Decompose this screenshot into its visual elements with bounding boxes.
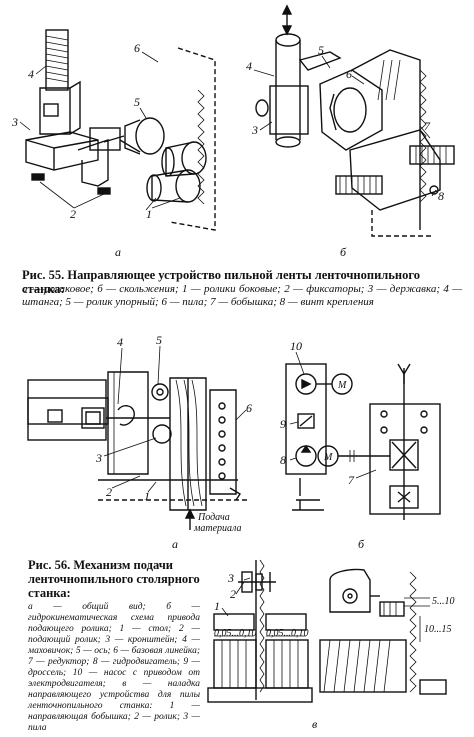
callout-10: 10 xyxy=(290,339,302,353)
callout-8: 8 xyxy=(280,453,286,467)
callout-5: 5 xyxy=(156,333,162,347)
fig55-legend: а — роликовое; б — скольжения; 1 — ролик… xyxy=(22,283,462,308)
dim-10-15: 10...15 xyxy=(424,624,452,635)
callout-2: 2 xyxy=(106,485,112,499)
fig56-caption-text: Рис. 56. Механизм подачи ленточнопильног… xyxy=(28,558,200,600)
dim-5-10: 5...10 xyxy=(432,596,455,607)
callout-4: 4 xyxy=(117,335,123,349)
fig56-panel-a-label: а xyxy=(172,537,178,551)
callout-2: 2 xyxy=(230,587,236,601)
callout-6: 6 xyxy=(346,67,352,81)
fig56-panel-c-label: в xyxy=(312,717,317,731)
callout-9: 9 xyxy=(280,417,286,431)
callout-3: 3 xyxy=(11,115,18,129)
dim-right-gap: 0,05...0,10 xyxy=(266,628,309,639)
feed-label-line2: материала xyxy=(193,523,242,534)
callout-5: 5 xyxy=(134,95,140,109)
callout-3: 3 xyxy=(95,451,102,465)
fig56-caption: Рис. 56. Механизм подачи ленточнопильног… xyxy=(28,558,200,600)
callout-5: 5 xyxy=(318,43,324,57)
dim-left-gap: 0,05...0,10 xyxy=(214,628,257,639)
callout-6: 6 xyxy=(246,401,252,415)
callout-7: 7 xyxy=(348,473,355,487)
callout-8: 8 xyxy=(438,189,444,203)
fig55-caption-text: Рис. 55. Направляющее устройство пильной… xyxy=(22,268,420,296)
callout-3: 3 xyxy=(251,123,258,137)
callout-7: 7 xyxy=(424,119,431,133)
shaft-spring-drawing xyxy=(45,29,69,91)
callout-1: 1 xyxy=(214,599,220,613)
fig55-panel-a-label: а xyxy=(115,245,121,259)
fig56-panel-b-label: б xyxy=(358,537,365,551)
feed-label-line1: Подача xyxy=(197,512,230,523)
fig55-caption: Рис. 55. Направляющее устройство пильной… xyxy=(22,268,462,296)
callout-4: 4 xyxy=(246,59,252,73)
callout-3: 3 xyxy=(227,571,234,585)
hydromotor-symbol: М xyxy=(323,452,333,463)
callout-4: 4 xyxy=(28,67,34,81)
fig56-legend: а — общий вид; б — гидрокинематическая с… xyxy=(28,602,200,733)
callout-1: 1 xyxy=(144,489,150,503)
callout-1: 1 xyxy=(146,207,152,221)
pump-motor-symbol: М xyxy=(337,380,347,391)
callout-6: 6 xyxy=(134,41,140,55)
fig55-panel-b-label: б xyxy=(340,245,347,259)
callout-2: 2 xyxy=(70,207,76,221)
